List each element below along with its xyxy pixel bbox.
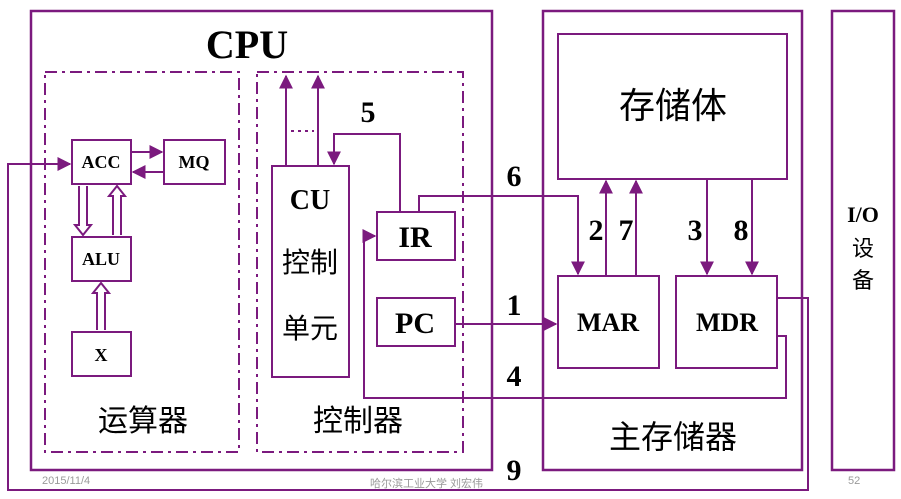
mdr-box — [675, 275, 778, 369]
cu-label-line3: 单元 — [282, 312, 338, 345]
ir-box — [376, 211, 456, 261]
cpu-title: CPU — [206, 22, 288, 67]
arithmetic-unit-box — [44, 71, 240, 453]
alu-to-acc-arrow — [106, 184, 128, 235]
acc-label: ACC — [82, 152, 121, 172]
alu-label: ALU — [82, 249, 120, 269]
mar-box — [557, 275, 660, 369]
storage-body-box — [557, 33, 788, 180]
io-device-box — [830, 9, 896, 472]
x-label: X — [95, 345, 108, 365]
control-unit-label: 控制器 — [313, 404, 403, 439]
mdr-to-acc-arrow — [7, 157, 809, 491]
alu-box — [71, 236, 132, 282]
cu-label-line1: CU — [290, 185, 330, 216]
mdr-to-ir-arrow — [362, 229, 787, 399]
x-register-box — [71, 331, 132, 377]
step-8: 8 — [734, 214, 749, 247]
footer-author: 哈尔滨工业大学 刘宏伟 — [370, 478, 484, 490]
cu-box — [271, 165, 350, 378]
step-3: 3 — [688, 214, 703, 247]
io-label-line3: 备 — [852, 269, 874, 294]
main-memory-box — [541, 9, 804, 472]
acc-to-alu-arrow — [72, 186, 94, 237]
step-9: 9 — [507, 454, 522, 487]
step-6: 6 — [507, 160, 522, 193]
step-7: 7 — [619, 214, 634, 247]
io-label-line1: I/O — [847, 202, 879, 227]
footer-page-number: 52 — [848, 475, 861, 487]
step-5: 5 — [361, 96, 376, 129]
ir-to-cu-arrow — [327, 133, 401, 212]
main-memory-label: 主存储器 — [609, 418, 737, 456]
step-2: 2 — [589, 214, 604, 247]
cu-label-line2: 控制 — [282, 246, 338, 279]
mq-box — [163, 139, 226, 185]
pc-label: PC — [395, 307, 435, 340]
mdr-label: MDR — [696, 308, 758, 337]
ir-to-mar-arrow — [418, 195, 585, 276]
x-to-alu-arrow — [90, 281, 112, 330]
ir-label: IR — [398, 221, 432, 254]
control-unit-box — [256, 71, 464, 453]
io-label-line2: 设 — [852, 237, 874, 262]
step-1: 1 — [507, 289, 522, 322]
arithmetic-unit-label: 运算器 — [98, 404, 188, 439]
acc-box — [71, 139, 132, 185]
storage-body-label: 存储体 — [619, 86, 727, 127]
footer-date: 2015/11/4 — [42, 475, 91, 487]
cpu-box — [29, 9, 494, 472]
mq-label: MQ — [179, 152, 210, 172]
pc-box — [376, 297, 456, 347]
mar-label: MAR — [577, 308, 639, 337]
step-4: 4 — [507, 360, 522, 393]
